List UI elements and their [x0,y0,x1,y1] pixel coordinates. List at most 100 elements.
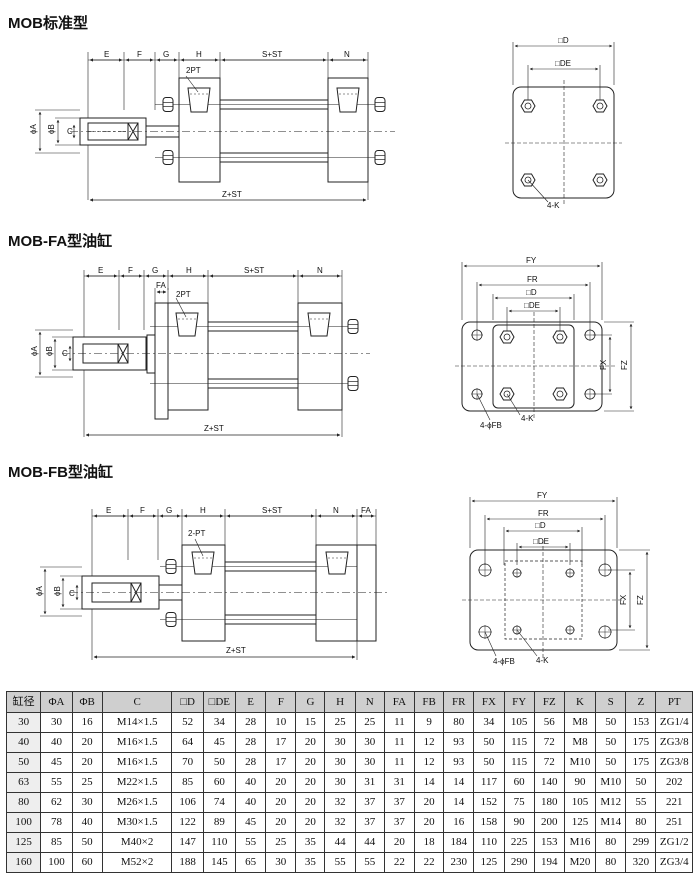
table-header-cell: FR [443,691,475,713]
table-cell: 40 [40,732,73,753]
table-cell: 14 [413,772,445,793]
table-cell: 30 [354,752,385,773]
table-cell: 105 [563,792,597,813]
table-cell: 184 [443,832,475,853]
table-cell: ZG3/8 [655,732,693,753]
label-G: G [152,266,158,275]
table-cell: 20 [383,832,416,853]
table-cell: M14 [595,812,627,833]
table-cell: 80 [595,852,627,873]
table-cell: 90 [563,772,597,793]
table-header-cell: C [101,691,173,713]
label-D: □D [526,288,537,297]
table-cell: 100 [40,852,73,873]
table-header-cell: □DE [202,691,236,713]
label-E: E [106,506,111,515]
table-cell: 44 [324,832,356,853]
table-cell: ZG3/8 [655,752,693,773]
section-title-fa: MOB-FA型油缸 [8,233,113,250]
label-G: G [166,506,172,515]
table-cell: 28 [234,712,267,733]
table-cell: M40×2 [101,832,173,853]
table-cell: M30×1.5 [101,812,173,833]
table-cell: 56 [533,712,565,733]
table-cell: 20 [265,772,297,793]
table-cell: 106 [171,792,204,813]
table-cell: 30 [5,712,42,733]
table-cell: 75 [503,792,535,813]
table-cell: 80 [625,812,657,833]
table-cell: 25 [324,712,356,733]
table-cell: 20 [71,732,103,753]
table-cell: 299 [625,832,657,853]
label-FA: FA [156,281,166,290]
label-G: G [163,50,169,59]
table-cell: 20 [295,772,326,793]
table-cell: M22×1.5 [101,772,173,793]
fb-end-view-labels: FY FR □D □DE FX FZ 4-K 4-ϕFB [493,491,645,666]
table-cell: 50 [473,732,505,753]
label-DE: □DE [524,301,540,310]
table-cell: 34 [473,712,505,733]
table-cell: 65 [234,852,267,873]
table-cell: 55 [40,772,73,793]
table-header-cell: ΦB [71,691,103,713]
table-cell: 20 [71,752,103,773]
label-S-ST: S+ST [244,266,264,275]
table-header-cell: FY [503,691,535,713]
table-cell: 72 [533,752,565,773]
table-cell: 175 [625,732,657,753]
table-cell: 11 [383,752,416,773]
table-cell: M12 [595,792,627,813]
mob-end-view-labels: □D □DE 4-K [547,36,571,210]
table-cell: 72 [533,732,565,753]
label-phiA: ϕA [35,586,44,596]
table-cell: 115 [503,752,535,773]
table-cell: 20 [295,732,326,753]
table-cell: 80 [5,792,42,813]
table-cell: 55 [354,852,385,873]
table-cell: 85 [171,772,204,793]
table-cell: 32 [324,812,356,833]
label-D: □D [558,36,569,45]
table-cell: 16 [443,812,475,833]
label-DE: □DE [533,537,549,546]
table-cell: 50 [71,832,103,853]
table-cell: 16 [71,712,103,733]
table-cell: 60 [202,772,236,793]
label-F: F [140,506,145,515]
table-cell: 20 [295,812,326,833]
table-cell: 30 [71,792,103,813]
table-cell: 20 [265,792,297,813]
table-header-cell: 缸径 [5,691,42,713]
table-cell: 200 [533,812,565,833]
mob-side-view [35,52,395,202]
table-cell: 64 [171,732,204,753]
table-cell: 11 [383,712,416,733]
label-phiB: ϕB [47,124,56,134]
label-Z-ST: Z+ST [222,190,242,199]
fb-end-view [462,497,650,658]
table-cell: M16×1.5 [101,752,173,773]
table-cell: M52×2 [101,852,173,873]
table-cell: M8 [563,712,597,733]
table-cell: 40 [71,812,103,833]
table-cell: 37 [383,812,416,833]
table-header-cell: K [563,691,597,713]
label-H: H [196,50,202,59]
table-cell: M20 [563,852,597,873]
mob-side-view-labels: E F G H S+ST N 2PT Z+ST ϕA ϕB C [29,50,350,199]
label-FZ: FZ [636,595,645,605]
table-cell: 18 [413,832,445,853]
table-cell: 35 [295,852,326,873]
table-cell: 14 [443,792,475,813]
table-cell: 35 [295,832,326,853]
table-cell: 158 [473,812,505,833]
table-cell: M10 [563,752,597,773]
